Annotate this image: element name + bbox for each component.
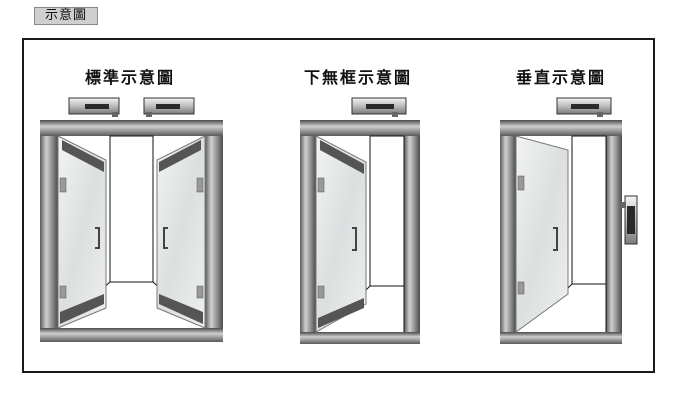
frame-right-jamb (205, 120, 223, 342)
frame-sill (40, 328, 223, 342)
frame-left-jamb (300, 120, 316, 344)
frame-sill (300, 332, 420, 344)
frame-right-jamb (606, 120, 622, 344)
frame-sill (500, 332, 622, 344)
interior-back-wall (109, 135, 154, 283)
interior-back-wall (369, 135, 405, 287)
left-door-handle (95, 227, 100, 249)
panel-title-no-bottom-frame: 下無框示意圖 (303, 68, 413, 87)
frame-right-jamb (404, 120, 420, 344)
interior-back-wall (571, 135, 607, 285)
top-pivot-right (143, 97, 195, 117)
left-glass-leaf (57, 135, 107, 329)
no-bottom-frame-door-diagram (300, 97, 420, 344)
panel-title-standard: 標準示意圖 (84, 68, 176, 87)
panel-title-vertical: 垂直示意圖 (515, 68, 607, 87)
frame-head (500, 120, 622, 136)
vertical-door-diagram (500, 97, 638, 344)
outer-frame (22, 38, 655, 373)
right-glass-leaf (156, 135, 206, 329)
frame-head (40, 120, 223, 136)
top-pivot-vertical (556, 97, 612, 117)
frame-left-jamb (500, 120, 516, 344)
glass-leaf (315, 135, 367, 333)
frame-left-jamb (40, 120, 58, 342)
top-pivot-no-bottom (351, 97, 407, 117)
right-door-handle (163, 227, 168, 249)
frame-head (300, 120, 420, 136)
header-tag: 示意圖 (34, 7, 98, 25)
standard-door-diagram (40, 97, 223, 342)
glass-leaf (515, 135, 569, 333)
side-pivot-bracket (620, 195, 638, 245)
top-pivot-left (68, 97, 120, 117)
door-handle (352, 227, 357, 251)
door-handle (553, 227, 558, 251)
